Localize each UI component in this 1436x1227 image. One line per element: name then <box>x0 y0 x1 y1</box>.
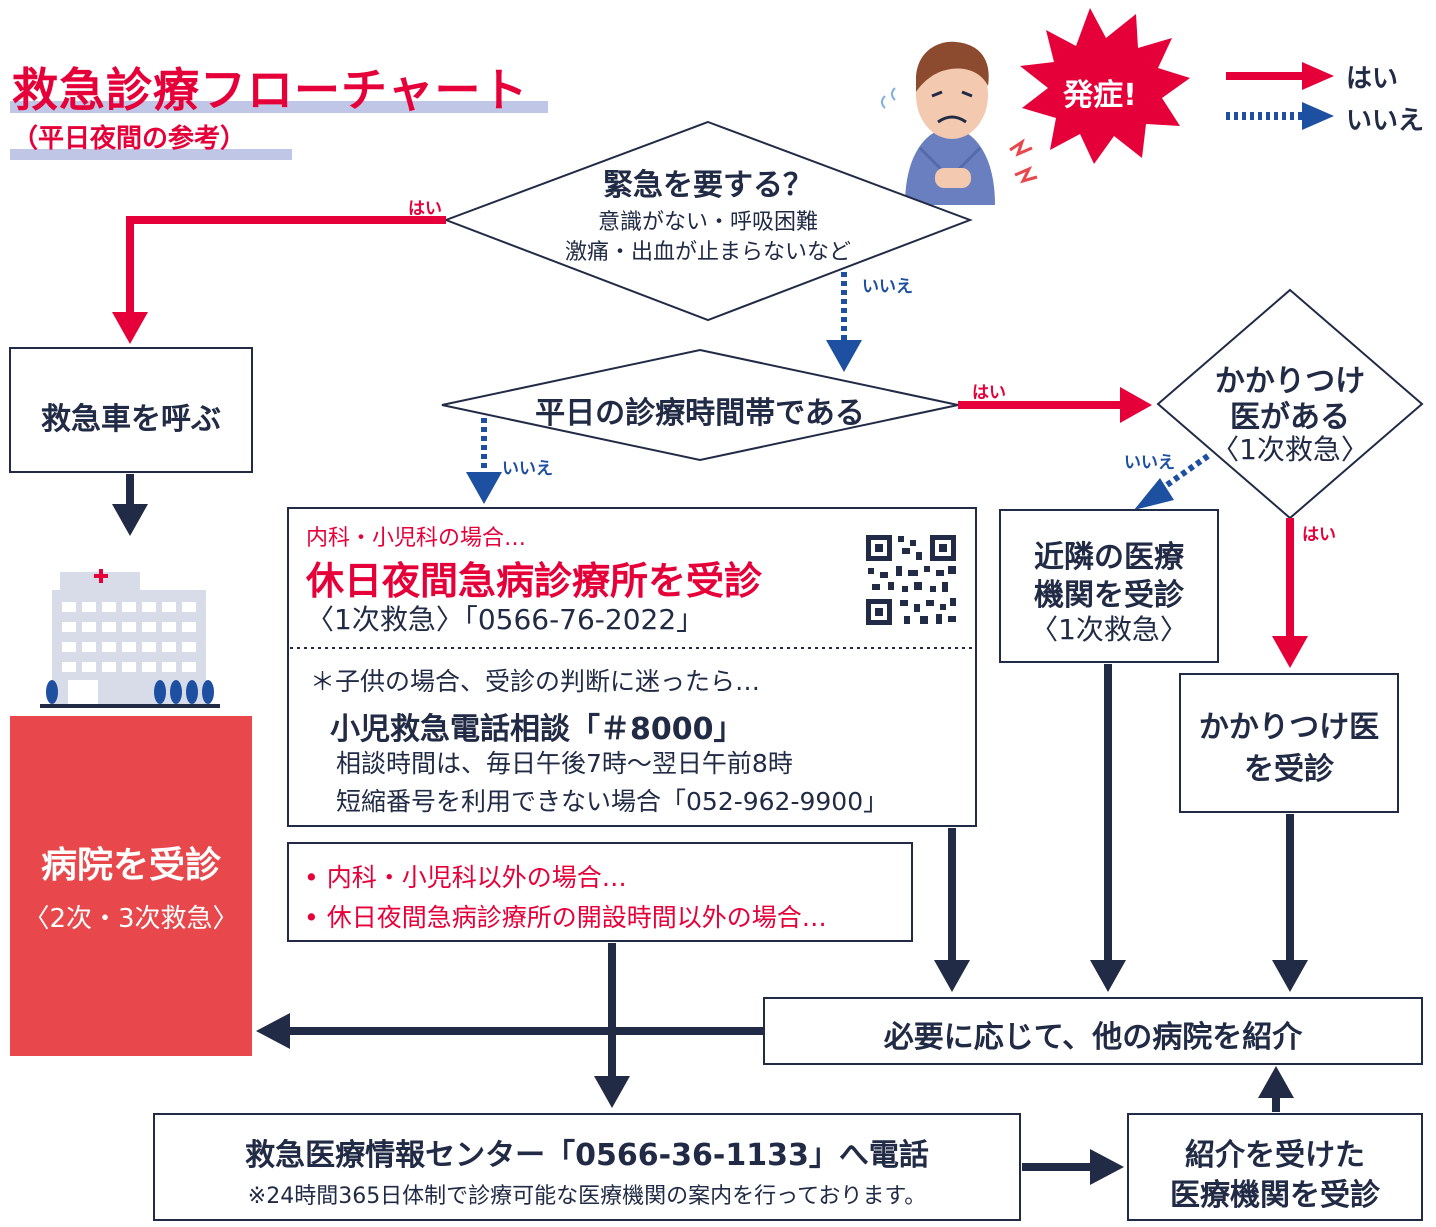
hospital-building-icon <box>40 569 220 708</box>
weekday-no-label: いいえ <box>502 459 553 479</box>
clinic-intro: 内科・小児科の場合… <box>306 526 527 551</box>
other-cases-box <box>287 842 913 942</box>
info-to-referred-arrow <box>1022 1149 1124 1185</box>
child-consult-title: 小児救急電話相談「＃8000」 <box>330 712 744 747</box>
legend-yes-arrow <box>1226 62 1334 90</box>
family-doctor-yes-label: はい <box>1302 525 1336 545</box>
emergency-yes-label: はい <box>408 199 442 219</box>
ambulance-box <box>9 347 253 473</box>
family-visit-line-1: かかりつけ医 <box>1198 710 1380 745</box>
nearby-box <box>999 509 1219 663</box>
family-visit-line-2: を受診 <box>1244 752 1334 787</box>
nearby-line-2: 機関を受診 <box>1034 578 1184 613</box>
weekday-diamond <box>441 348 959 462</box>
emergency-no-arrow <box>826 272 862 372</box>
family-doctor-question-2: 医がある <box>1230 400 1350 435</box>
emergency-condition-2: 激痛・出血が止まらないなど <box>564 240 851 265</box>
onset-label: 発症! <box>1063 78 1137 113</box>
holiday-clinic-box <box>287 507 977 827</box>
hospital-box <box>10 716 252 1056</box>
info-center-note: ※24時間365日体制で診療可能な医療機関の案内を行っております。 <box>247 1184 927 1209</box>
info-center-box <box>153 1113 1021 1221</box>
title-underline <box>10 101 548 113</box>
clinic-title: 休日夜間急病診療所を受診 <box>306 559 763 603</box>
weekday-yes-label: はい <box>972 383 1006 403</box>
referred-visit-line-2: 医療機関を受診 <box>1170 1178 1380 1213</box>
family-doctor-question-3: 〈1次救急〉 <box>1211 433 1369 466</box>
referred-visit-line-1: 紹介を受けた <box>1185 1138 1365 1173</box>
page-subtitle: （平日夜間の参考） <box>12 124 247 154</box>
nearby-line-3: 〈1次救急〉 <box>1030 613 1188 646</box>
family-doctor-no-label: いいえ <box>1124 453 1175 473</box>
child-intro: ＊子供の場合、受診の判断に迷ったら… <box>310 667 761 696</box>
referral-to-hospital-arrow <box>256 1013 764 1049</box>
emergency-condition-1: 意識がない・呼吸困難 <box>597 210 818 235</box>
referred-visit-box <box>1127 1113 1423 1221</box>
other-cases-to-info-arrow <box>594 943 630 1108</box>
referral-box <box>763 997 1423 1065</box>
other-case-1: • 内科・小児科以外の場合… <box>304 863 627 892</box>
onset-burst <box>1020 8 1190 164</box>
subtitle-underline <box>10 149 292 160</box>
nearby-to-referral-arrow <box>1090 664 1126 992</box>
hospital-line-2: 〈2次・3次救急〉 <box>23 904 239 934</box>
referred-to-referral-arrow <box>1258 1066 1294 1112</box>
child-consult-alt: 短縮番号を利用できない場合「052-962-9900」 <box>336 787 889 816</box>
legend-no-label: いいえ <box>1346 106 1425 136</box>
emergency-yes-arrow <box>112 216 446 344</box>
referral-label: 必要に応じて、他の病院を紹介 <box>883 1020 1303 1055</box>
clinic-detail: 〈1次救急〉「0566-76-2022」 <box>306 603 705 636</box>
sick-person-icon <box>881 41 1038 205</box>
nearby-line-1: 近隣の医療 <box>1034 540 1184 575</box>
family-visit-to-referral-arrow <box>1272 814 1308 992</box>
qr-code-icon <box>865 534 957 626</box>
family-doctor-question-1: かかりつけ <box>1214 364 1366 399</box>
hospital-line-1: 病院を受診 <box>40 845 221 886</box>
legend-no-arrow <box>1226 102 1334 130</box>
emergency-diamond <box>443 120 973 322</box>
info-center-title: 救急医療情報センター「0566-36-1133」へ電話 <box>245 1138 929 1173</box>
weekday-no-arrow <box>466 418 502 504</box>
emergency-question: 緊急を要する？ <box>603 168 813 203</box>
page-title: 救急診療フローチャート <box>12 63 529 117</box>
child-consult-hours: 相談時間は、毎日午後7時～翌日午前8時 <box>336 749 793 778</box>
family-doctor-visit-box <box>1179 673 1399 813</box>
clinic-to-referral-arrow <box>934 828 970 992</box>
weekday-question: 平日の診療時間帯である <box>535 396 865 431</box>
weekday-yes-arrow <box>958 387 1152 423</box>
ambulance-label: 救急車を呼ぶ <box>41 402 221 437</box>
legend-yes-label: はい <box>1346 64 1399 94</box>
other-case-2: • 休日夜間急病診療所の開設時間以外の場合… <box>304 903 827 932</box>
family-doctor-yes-arrow <box>1272 518 1308 668</box>
ambulance-down-arrow <box>112 474 148 536</box>
family-doctor-no-arrow <box>1134 453 1210 510</box>
emergency-no-label: いいえ <box>862 277 913 297</box>
